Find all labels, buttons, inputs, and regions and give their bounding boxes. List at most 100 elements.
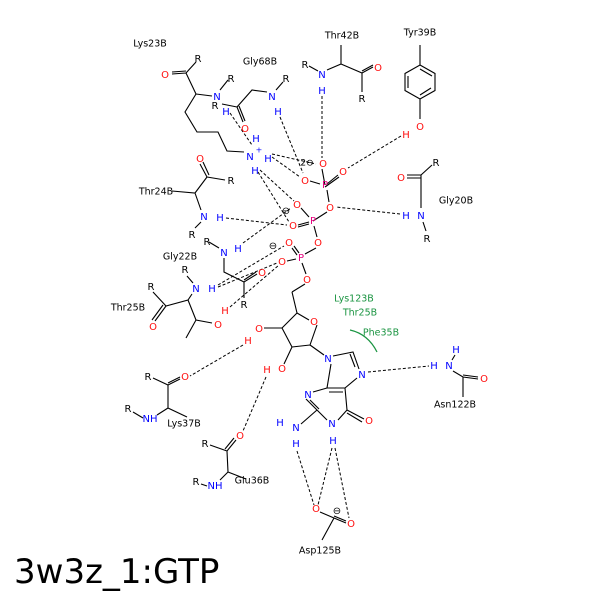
atom-label: R: [145, 372, 152, 383]
atom-label: N: [246, 152, 253, 163]
residue-label-thr24b: Thr24B: [138, 187, 173, 198]
atom-label: H: [244, 336, 252, 347]
bonds: [132, 45, 479, 541]
atom-label: N: [417, 211, 424, 222]
atom-label: O: [196, 154, 204, 165]
gly20b-bonds: [407, 164, 433, 232]
hbond: [225, 217, 288, 226]
atom-label: O: [181, 372, 189, 383]
atom-label: R: [212, 101, 219, 112]
hydrophobic-label-phe35b: Phe35B: [363, 328, 399, 339]
atom-label: H: [430, 361, 438, 372]
atom-label: O: [312, 504, 320, 515]
hydrophobic-label-thr25b: Thr25B: [342, 308, 377, 319]
atom-label: O: [365, 416, 373, 427]
gly68b-bonds: [221, 81, 284, 123]
atom-label: H: [216, 213, 224, 224]
atom-label: R: [182, 265, 189, 276]
atom-label: H: [318, 86, 326, 97]
atom-label: O: [374, 63, 382, 74]
atom-label: O: [293, 200, 301, 211]
residue-label-thr25b: Thr25B: [110, 303, 145, 314]
ribose-bonds: [264, 291, 325, 365]
hbond: [189, 344, 244, 377]
atom-label: N: [292, 423, 299, 434]
residue-label-gly20b: Gly20B: [439, 196, 473, 207]
lys23b-bonds: [171, 61, 245, 153]
hbond: [317, 447, 350, 519]
atom-label: R: [204, 237, 211, 248]
atom-label: R: [195, 54, 202, 65]
atom-label: N: [318, 70, 325, 81]
atom-label: O: [339, 167, 347, 178]
hbond: [279, 116, 304, 174]
hydrogen-bonds: [189, 96, 430, 519]
charge-label: ⊖: [269, 241, 277, 252]
atom-label: O: [149, 322, 157, 333]
charge-label: 2⊖: [300, 159, 313, 169]
asn122b-bonds: [451, 354, 479, 397]
atom-label: R: [302, 60, 309, 71]
atom-label: P: [322, 180, 328, 191]
atom-label: R: [193, 477, 200, 488]
gly22b-bonds: [208, 241, 258, 298]
lys37b-bonds: [132, 376, 188, 419]
asp125b-bonds: [319, 511, 347, 541]
atom-label: H: [276, 418, 284, 429]
hbond: [229, 264, 280, 308]
residue-label-lys37b: Lys37B: [167, 419, 201, 430]
atom-label: NH: [143, 414, 158, 425]
residue-label-gly22b: Gly22B: [163, 252, 197, 263]
atom-label: O: [258, 268, 266, 279]
atom-label: R: [228, 176, 235, 187]
atom-label: H: [263, 365, 271, 376]
charges: 2⊖ ⊖ ⊖ ⊖ +: [256, 146, 342, 518]
atom-label: O: [241, 124, 249, 135]
atom-label: O: [416, 122, 424, 133]
atom-label: H: [222, 107, 230, 118]
atom-label: R: [283, 74, 290, 85]
hbond: [242, 376, 267, 432]
atom-label: R: [148, 282, 155, 293]
atom-label: O: [285, 238, 293, 249]
atom-label: R: [228, 74, 235, 85]
atom-label: H: [402, 211, 410, 222]
hbond: [271, 153, 317, 178]
atom-label: H: [251, 166, 259, 177]
ligand-title: 3w3z_1:GTP: [14, 552, 220, 592]
atom-label: O: [214, 320, 222, 331]
residue-label-thr42b: Thr42B: [324, 31, 359, 42]
atom-label: H: [221, 306, 229, 317]
atom-label: N: [192, 284, 199, 295]
tyr39b-ring: [404, 45, 436, 119]
atom-label: O: [278, 364, 286, 375]
atom-label: H: [452, 345, 460, 356]
hydrophobic-label-lys123b: Lys123B: [334, 294, 374, 305]
charge-label: ⊖: [333, 506, 341, 517]
residue-label-asp125b: Asp125B: [299, 546, 341, 557]
atom-label: NH: [208, 481, 223, 492]
thr24b-bonds: [171, 161, 226, 229]
atom-label: R: [241, 300, 248, 311]
thr42b-bonds: [308, 45, 374, 92]
glu36b-bonds: [200, 437, 247, 487]
atom-label: R: [202, 439, 209, 450]
atom-label: H: [264, 154, 272, 165]
atom-label: O: [303, 275, 311, 286]
atom-label: R: [359, 94, 366, 105]
guanine-bonds: [300, 351, 365, 425]
residue-label-glu36b: Glu36B: [235, 476, 270, 487]
hbond: [347, 135, 402, 169]
atom-label: H: [274, 107, 282, 118]
hbond: [257, 169, 295, 223]
atom-label: H: [292, 439, 300, 450]
thr25b-bonds: [151, 275, 213, 339]
atom-label: O: [347, 519, 355, 530]
atom-label: N: [220, 248, 227, 259]
atom-label: O: [314, 238, 322, 249]
atom-label: O: [310, 317, 318, 328]
hydrophobic-contact-arc: [349, 329, 378, 353]
atom-label: O: [255, 324, 263, 335]
atom-label: O: [289, 221, 297, 232]
